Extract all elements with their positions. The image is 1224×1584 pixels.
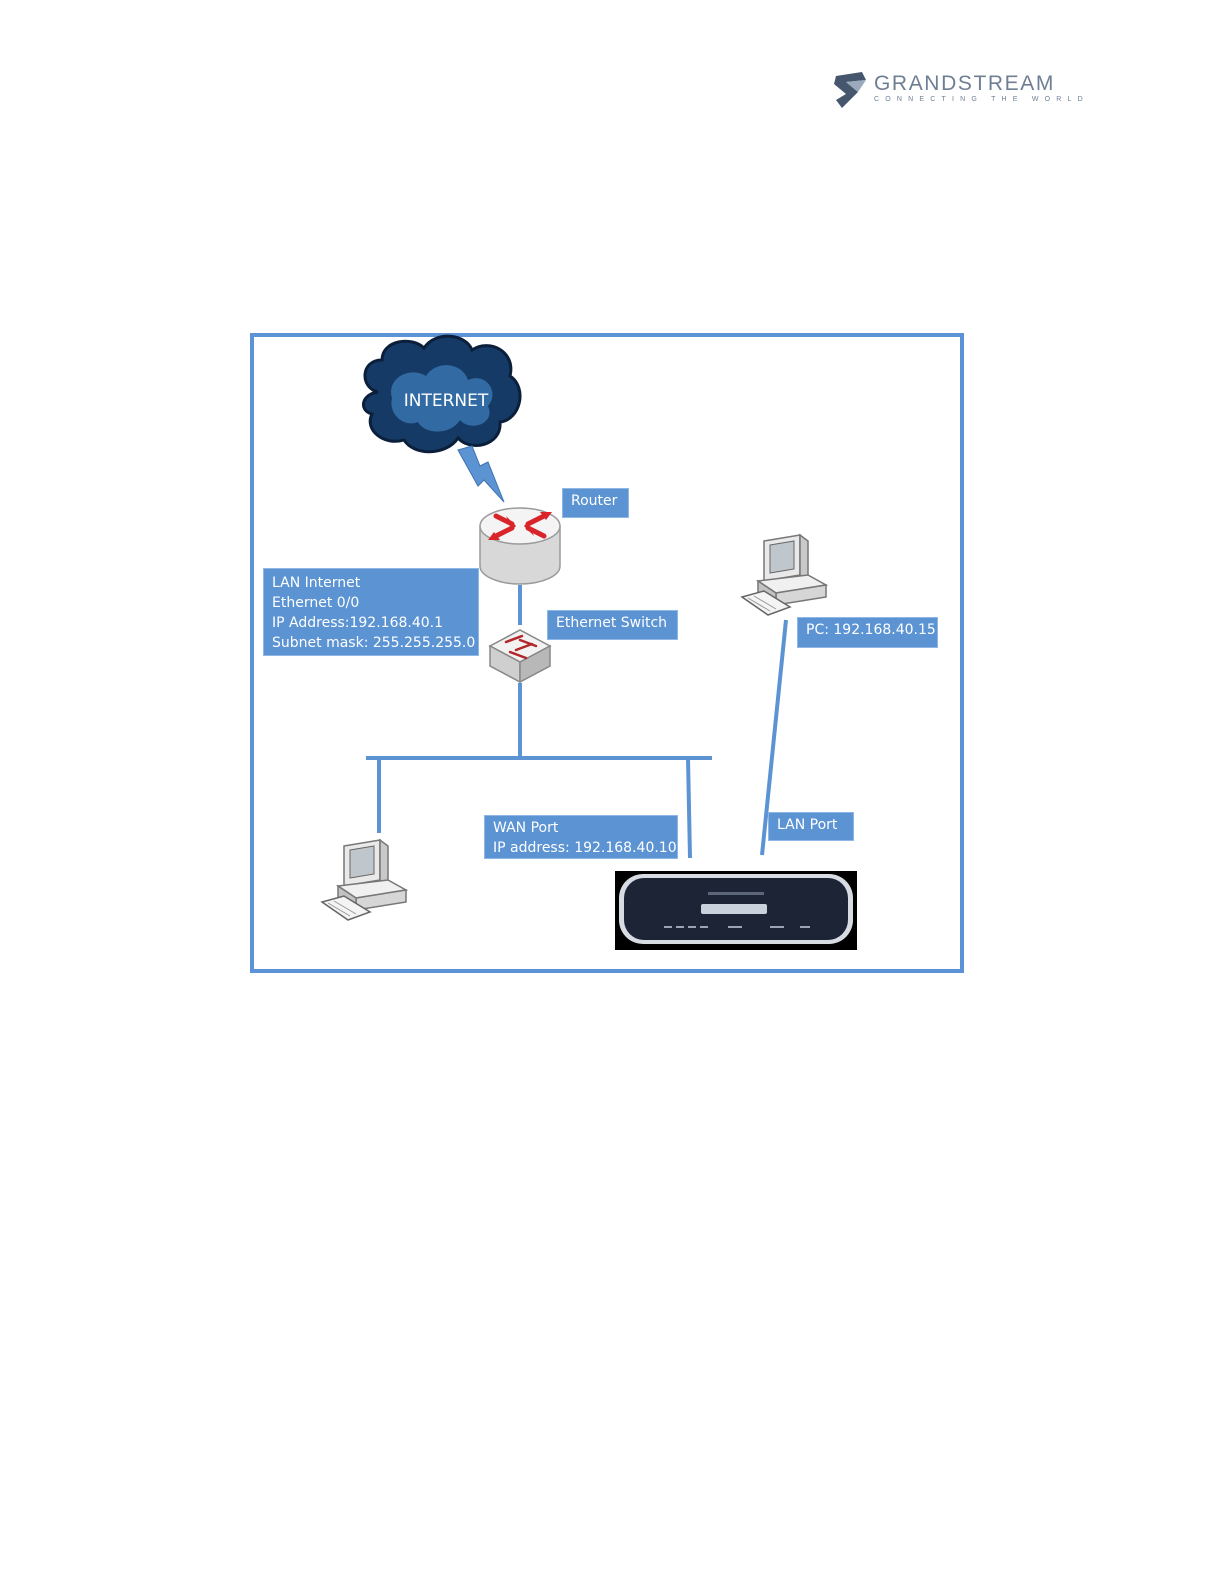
ip-pbx-device-icon (615, 871, 857, 950)
internet-cloud-icon: INTERNET (363, 336, 520, 452)
ethernet-switch-label: Ethernet Switch (547, 610, 678, 640)
pc-right-icon (742, 535, 826, 615)
lightning-bolt-icon (458, 446, 504, 502)
wan-port-label: WAN Port IP address: 192.168.40.10 (484, 815, 678, 859)
lan-info-line-3: IP Address:192.168.40.1 (272, 613, 470, 633)
internet-cloud-label: INTERNET (404, 391, 489, 411)
bus-wan-link (688, 758, 690, 858)
router-label: Router (562, 488, 629, 518)
pc-ip-label: PC: 192.168.40.15 (797, 617, 938, 648)
wan-info-line-1: WAN Port (493, 818, 669, 838)
ethernet-switch-icon (490, 630, 550, 682)
lan-port-label: LAN Port (768, 812, 854, 841)
lan-info-line-1: LAN Internet (272, 573, 470, 593)
lan-info-line-4: Subnet mask: 255.255.255.0 (272, 633, 470, 653)
lan-info-line-2: Ethernet 0/0 (272, 593, 470, 613)
lan-info-label: LAN Internet Ethernet 0/0 IP Address:192… (263, 568, 479, 656)
wan-info-line-2: IP address: 192.168.40.10 (493, 838, 669, 858)
router-icon (480, 508, 560, 584)
pc-left-icon (322, 840, 406, 920)
